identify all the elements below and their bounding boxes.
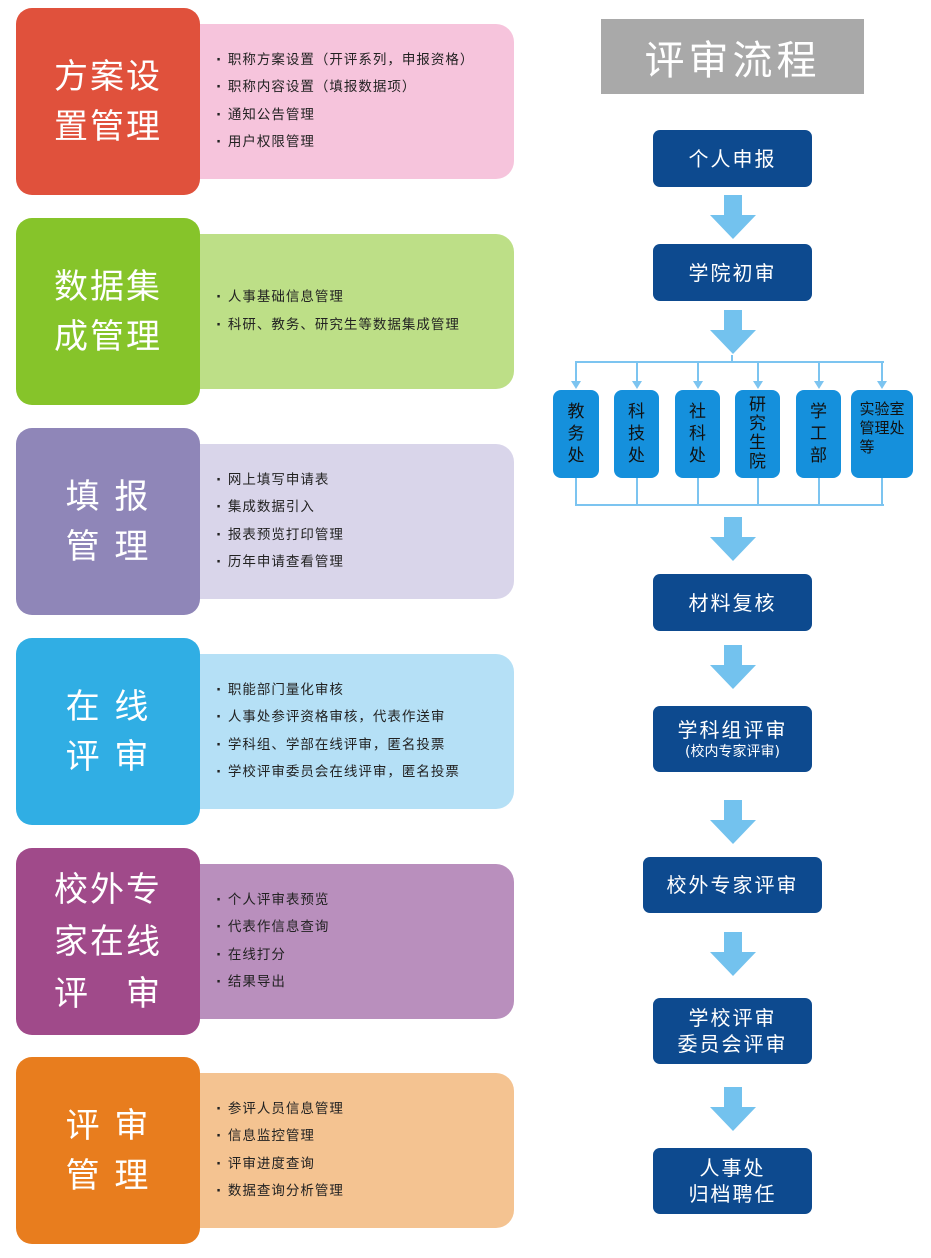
- module-item: 历年申请查看管理: [216, 549, 514, 577]
- connector-line: [881, 361, 883, 383]
- department-box: 研 究 生 院: [735, 390, 780, 478]
- connector-line: [635, 478, 638, 505]
- module-item: 个人评审表预览: [216, 887, 514, 915]
- module-item: 学科组、学部在线评审，匿名投票: [216, 732, 514, 760]
- department-box: 科 技 处: [614, 390, 659, 478]
- arrowhead-icon: [692, 381, 703, 389]
- flow-step-label: 学院初审: [688, 260, 777, 285]
- flow-step-label: 人事处 归档聘任: [688, 1156, 777, 1206]
- module-item: 网上填写申请表: [216, 467, 514, 495]
- module-panel: 参评人员信息管理信息监控管理评审进度查询数据查询分析管理: [196, 1073, 514, 1228]
- module-item: 人事基础信息管理: [216, 284, 514, 312]
- flow-step: 校外专家评审: [643, 857, 822, 913]
- department-box: 实验室 管理处 等: [851, 390, 913, 478]
- down-arrow-icon: [710, 645, 756, 689]
- module-title-card: 校外专 家在线 评 审: [16, 848, 200, 1035]
- flow-title: 评审流程: [601, 19, 864, 94]
- module-item: 数据查询分析管理: [216, 1178, 514, 1206]
- down-arrow-icon: [710, 1087, 756, 1131]
- down-arrow-icon: [710, 195, 756, 239]
- connector-line: [756, 361, 759, 383]
- flow-step-label: 个人申报: [688, 146, 777, 171]
- module-panel: 职称方案设置（开评系列，申报资格）职称内容设置（填报数据项）通知公告管理用户权限…: [196, 24, 514, 179]
- branch-stem: [731, 355, 733, 362]
- department-box: 学 工 部: [796, 390, 841, 478]
- flow-step: 材料复核: [653, 574, 812, 631]
- flow-step: 学院初审: [653, 244, 812, 301]
- connector-line: [635, 361, 638, 383]
- module-title-card: 评 审 管 理: [16, 1057, 200, 1244]
- flow-step: 学科组评审 (校内专家评审): [653, 706, 812, 772]
- arrowhead-icon: [813, 381, 824, 389]
- branch-line-top: [575, 361, 884, 363]
- module-item: 通知公告管理: [216, 102, 514, 130]
- module-item: 报表预览打印管理: [216, 522, 514, 550]
- module-panel: 个人评审表预览代表作信息查询在线打分结果导出: [196, 864, 514, 1019]
- module-item: 结果导出: [216, 969, 514, 997]
- module-title-card: 填 报 管 理: [16, 428, 200, 615]
- module-item: 科研、教务、研究生等数据集成管理: [216, 312, 514, 340]
- connector-line: [881, 478, 883, 505]
- module-item: 评审进度查询: [216, 1151, 514, 1179]
- module-item: 信息监控管理: [216, 1123, 514, 1151]
- flow-step: 学校评审 委员会评审: [653, 998, 812, 1064]
- module-item: 人事处参评资格审核，代表作送审: [216, 704, 514, 732]
- module-panel: 网上填写申请表集成数据引入报表预览打印管理历年申请查看管理: [196, 444, 514, 599]
- flow-step-label: 学科组评审: [677, 718, 788, 742]
- arrowhead-icon: [571, 381, 581, 389]
- arrowhead-icon: [877, 381, 887, 389]
- department-box: 教 务 处: [553, 390, 599, 478]
- branch-line-bottom: [575, 504, 884, 506]
- module-panel: 人事基础信息管理科研、教务、研究生等数据集成管理: [196, 234, 514, 389]
- down-arrow-icon: [710, 310, 756, 354]
- module-panel: 职能部门量化审核人事处参评资格审核，代表作送审学科组、学部在线评审，匿名投票学校…: [196, 654, 514, 809]
- flow-step: 个人申报: [653, 130, 812, 187]
- module-item: 在线打分: [216, 942, 514, 970]
- flow-step-label: 学校评审 委员会评审: [677, 1006, 788, 1056]
- department-box: 社 科 处: [675, 390, 720, 478]
- down-arrow-icon: [710, 517, 756, 561]
- flow-step-sublabel: (校内专家评审): [685, 744, 780, 760]
- connector-line: [696, 478, 699, 505]
- flow-step-label: 材料复核: [688, 590, 777, 615]
- module-item: 代表作信息查询: [216, 914, 514, 942]
- down-arrow-icon: [710, 800, 756, 844]
- module-title-card: 在 线 评 审: [16, 638, 200, 825]
- module-item: 职称方案设置（开评系列，申报资格）: [216, 47, 514, 75]
- connector-line: [696, 361, 699, 383]
- connector-line: [575, 361, 577, 383]
- module-item: 参评人员信息管理: [216, 1096, 514, 1124]
- flow-step-label: 校外专家评审: [666, 873, 799, 897]
- module-title-card: 方案设 置管理: [16, 8, 200, 195]
- module-item: 用户权限管理: [216, 129, 514, 157]
- connector-line: [756, 478, 759, 505]
- arrowhead-icon: [752, 381, 763, 389]
- down-arrow-icon: [710, 932, 756, 976]
- module-item: 职能部门量化审核: [216, 677, 514, 705]
- module-title-card: 数据集 成管理: [16, 218, 200, 405]
- connector-line: [575, 478, 577, 505]
- module-item: 职称内容设置（填报数据项）: [216, 74, 514, 102]
- module-item: 学校评审委员会在线评审，匿名投票: [216, 759, 514, 787]
- flow-step: 人事处 归档聘任: [653, 1148, 812, 1214]
- module-item: 集成数据引入: [216, 494, 514, 522]
- connector-line: [817, 361, 820, 383]
- arrowhead-icon: [631, 381, 642, 389]
- connector-line: [817, 478, 820, 505]
